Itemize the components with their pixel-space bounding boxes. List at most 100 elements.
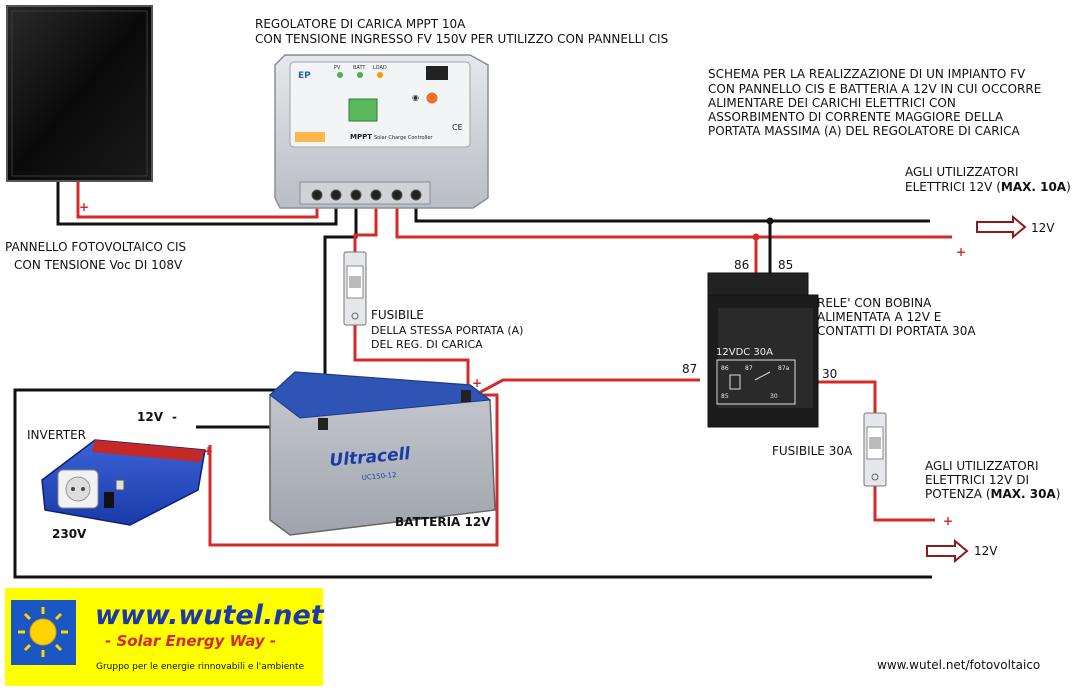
- terminal-batt-minus[interactable]: [350, 189, 362, 201]
- inverter-positive-wire: [208, 393, 499, 547]
- footer-url-link[interactable]: www.wutel.net/fotovoltaico: [877, 658, 1040, 672]
- panel-plus-sign: +: [79, 200, 89, 214]
- batt-led: [357, 72, 363, 78]
- fuse-30a-label: FUSIBILE 30A: [772, 444, 853, 458]
- scheme-description-line3: ALIMENTARE DEI CARICHI ELETTRICI CON: [708, 96, 956, 110]
- terminal-pv-minus[interactable]: [330, 189, 342, 201]
- battery-negative-wire: [323, 198, 358, 395]
- fuse-regulator-line3: DEL REG. DI CARICA: [371, 338, 483, 351]
- fuse-regulator: [343, 251, 367, 326]
- pv-led: [337, 72, 343, 78]
- pv-led-label: PV: [334, 65, 341, 71]
- inverter-minus-sign: -: [172, 410, 177, 424]
- fuse30-output-wire: [873, 485, 935, 522]
- relay-pin-87: 87: [682, 362, 697, 376]
- regulator-title-line2: CON TENSIONE INGRESSO FV 150V PER UTILIZ…: [255, 32, 668, 46]
- solar-panel: [6, 5, 153, 182]
- relay: 12VDC 30A 86 87 87a 85 30: [707, 272, 819, 428]
- terminal-load-plus[interactable]: [391, 189, 403, 201]
- battery-model: UC150-12: [361, 471, 396, 482]
- relay-pin-85: 85: [778, 258, 793, 272]
- inverter-output-voltage: 230V: [52, 527, 87, 541]
- sun-icon: [18, 607, 68, 657]
- scheme-description-line1: SCHEMA PER LA REALIZZAZIONE DI UN IMPIAN…: [708, 67, 1026, 81]
- relay-contact-symbol: [754, 371, 771, 381]
- loads-30a-line1: AGLI UTILIZZATORI: [925, 459, 1039, 473]
- set-button-face: [427, 93, 437, 103]
- inverter-label: INVERTER: [27, 428, 86, 442]
- panel-negative-wire: [56, 180, 338, 226]
- junction-positive: [752, 233, 760, 241]
- panel-label-line1: PANNELLO FOTOVOLTAICO CIS: [5, 240, 186, 254]
- fuse-top-wire: [353, 198, 378, 255]
- regulator-brand: MPPT: [350, 133, 372, 141]
- inverter-plus-sign: +: [203, 444, 213, 458]
- scheme-description-line2: CON PANNELLO CIS E BATTERIA A 12V IN CUI…: [708, 82, 1041, 96]
- scheme-description-line5: PORTATA MASSIMA (A) DEL REGOLATORE DI CA…: [708, 124, 1021, 138]
- fuse-regulator-line1: FUSIBILE: [371, 308, 424, 322]
- battery-label: BATTERIA 12V: [395, 515, 491, 529]
- relay-inner-87: 87: [745, 365, 753, 372]
- fuse-to-battery-wire: [353, 325, 470, 392]
- panel-label-line2: CON TENSIONE Voc DI 108V: [14, 258, 183, 272]
- usb-port: [115, 479, 125, 491]
- inverter-top-stripe: [92, 440, 205, 462]
- load-positive-wire: [395, 198, 952, 239]
- junction-negative: [766, 217, 774, 225]
- load-negative-wire: [414, 198, 930, 223]
- relay-pin-30: 30: [822, 367, 837, 381]
- relay-body-text: 12VDC 30A: [716, 347, 773, 358]
- relay-pin-86: 86: [734, 258, 749, 272]
- logo-subtitle: Gruppo per le energie rinnovabili e l'am…: [96, 662, 304, 672]
- regulator-keypad-icon: ◉: [412, 93, 419, 102]
- relay-label-line3: CONTATTI DI PORTATA 30A: [817, 324, 976, 338]
- loads-10a-line1: AGLI UTILIZZATORI: [905, 165, 1019, 179]
- fuse-regulator-line2: DELLA STESSA PORTATA (A): [371, 324, 523, 337]
- regulator-display: [426, 66, 448, 80]
- loads-30a-line3: POTENZA (MAX. 30A): [925, 487, 1060, 501]
- terminal-load-minus[interactable]: [410, 189, 422, 201]
- relay-87-wire: [474, 378, 700, 397]
- logo-url: www.wutel.net: [95, 600, 325, 631]
- terminal-pv-plus[interactable]: [311, 189, 323, 201]
- relay-inner-85: 85: [721, 393, 729, 400]
- relay-inner-87a: 87a: [778, 365, 790, 372]
- ce-mark: CE: [452, 123, 463, 132]
- power-switch[interactable]: [104, 492, 114, 508]
- regulator-title-line1: REGOLATORE DI CARICA MPPT 10A: [255, 17, 466, 31]
- terminal-batt-plus[interactable]: [370, 189, 382, 201]
- fuse-30a: [863, 412, 887, 487]
- battery: Ultracell UC150-12: [269, 371, 496, 536]
- relay-coil-symbol: [729, 374, 741, 390]
- relay-30-wire: [818, 380, 877, 415]
- inverter: [41, 439, 206, 526]
- inverter-input-voltage: 12V: [137, 410, 164, 424]
- regulator-battery-graphic: [348, 98, 378, 122]
- loads-10a-line2: ELETTRICI 12V (MAX. 10A): [905, 180, 1071, 194]
- arrow-right-icon: [976, 214, 1027, 240]
- regulator-warning-tag: [295, 132, 325, 142]
- battery-positive-terminal: [461, 390, 471, 402]
- scheme-description-line4: ASSORBIMENTO DI CORRENTE MAGGIORE DELLA: [708, 110, 1004, 124]
- loads-30a-plus-sign: +: [943, 514, 953, 528]
- relay-inner-30: 30: [770, 393, 778, 400]
- regulator-model: Solar Charge Controller: [374, 135, 433, 141]
- wutel-logo[interactable]: www.wutel.net - Solar Energy Way - Grupp…: [5, 588, 325, 686]
- load-led: [377, 72, 383, 78]
- loads-30a-voltage: 12V: [974, 544, 998, 558]
- relay-inner-86: 86: [721, 365, 729, 372]
- load-led-label: LOAD: [373, 65, 387, 71]
- battery-plus-sign: +: [472, 376, 482, 390]
- relay-label-line1: RELE' CON BOBINA: [817, 296, 932, 310]
- arrow-right-icon: [926, 538, 969, 564]
- batt-led-label: BATT: [353, 65, 366, 71]
- relay-label-line2: ALIMENTATA A 12V E: [817, 310, 941, 324]
- battery-negative-terminal: [318, 418, 328, 430]
- logo-tagline: - Solar Energy Way -: [105, 632, 276, 650]
- loads-30a-line2: ELETTRICI 12V DI: [925, 473, 1029, 487]
- charge-controller: EP PV BATT LOAD ◉ MPPT Solar Charge Cont…: [274, 54, 489, 209]
- loads-10a-voltage: 12V: [1031, 221, 1055, 235]
- loads-10a-plus-sign: +: [956, 245, 966, 259]
- regulator-logo: EP: [298, 71, 311, 81]
